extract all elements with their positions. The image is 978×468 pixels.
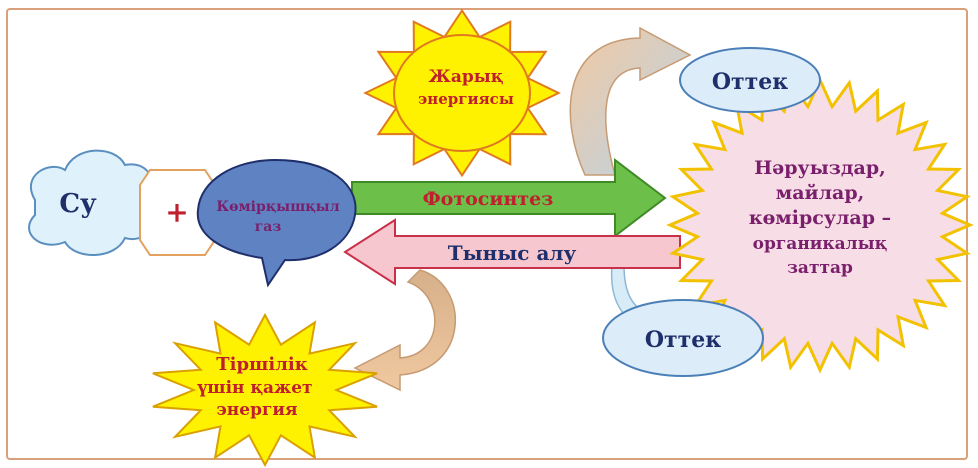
co2-label-line2: газ: [255, 219, 282, 235]
carbon-dioxide-bubble: [196, 158, 357, 288]
oxygen-top-label: Оттек: [712, 69, 788, 95]
organic-line2: майлар,: [776, 182, 865, 204]
organic-substances-starburst: [666, 76, 974, 374]
co2-label-line1: Көмірқышқыл: [216, 199, 339, 215]
oxygen-bottom-label: Оттек: [645, 327, 721, 353]
light-energy-line2: энергиясы: [418, 90, 514, 108]
respiration-arrow: [343, 218, 681, 286]
organic-line3: көмірсулар –: [749, 207, 891, 229]
organic-line4: органикалық: [753, 234, 888, 254]
energy-release-curve-arrow: [353, 269, 457, 392]
energy-line1: Тіршілік: [216, 354, 308, 375]
oxygen-bottom-ellipse: [602, 299, 764, 377]
organic-line5: заттар: [787, 258, 853, 278]
organic-line1: Нәруыздар,: [754, 157, 886, 179]
photosynthesis-label: Фотосинтез: [423, 188, 554, 210]
oxygen-top-ellipse: [679, 47, 821, 113]
energy-line3: энергия: [216, 400, 297, 420]
photosynthesis-arrow: [351, 157, 667, 239]
sun-icon: [363, 8, 561, 178]
oxygen-release-curve-arrow: [569, 26, 692, 176]
water-label: Су: [59, 189, 97, 219]
plus-octagon: [139, 169, 216, 256]
plus-sign: +: [165, 196, 188, 229]
light-energy-line1: Жарық: [429, 67, 504, 87]
respiration-label: Тыныс алу: [448, 241, 577, 265]
energy-line2: үшін қажет: [196, 378, 312, 398]
energy-starburst: [152, 312, 378, 468]
diagram-frame: [6, 8, 968, 460]
